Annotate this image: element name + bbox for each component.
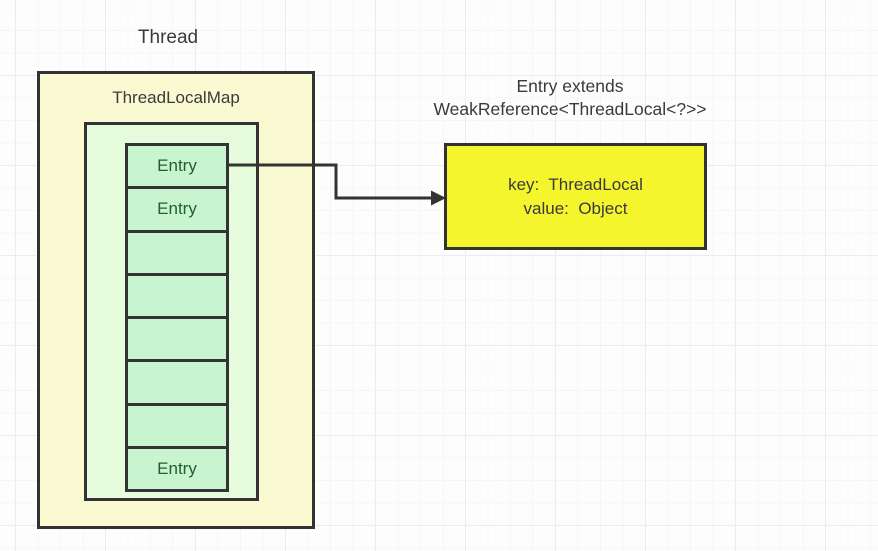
entry-extends-note: Entry extends WeakReference<ThreadLocal<… (408, 75, 732, 121)
entry-cell (128, 319, 226, 363)
entry-extends-note-line2: WeakReference<ThreadLocal<?>> (433, 99, 707, 119)
key-line: key: ThreadLocal (508, 174, 643, 194)
entry-cell: Entry (128, 146, 226, 190)
entry-cell: Entry (157, 458, 197, 478)
entry-cell (128, 276, 226, 319)
key-value-box: key: ThreadLocal value: Object (444, 143, 707, 250)
entry-cell (128, 406, 226, 449)
thread-label: Thread (137, 27, 199, 48)
entry-extends-note-line1: Entry extends (516, 76, 624, 96)
entry-cell (128, 233, 226, 276)
value-line: value: Object (523, 198, 628, 218)
entry-cell: Entry (128, 189, 226, 233)
entry-stack: Entry Entry Entry (125, 143, 229, 492)
entry-cell (128, 362, 226, 406)
thread-local-map-title: ThreadLocalMap (112, 88, 240, 107)
